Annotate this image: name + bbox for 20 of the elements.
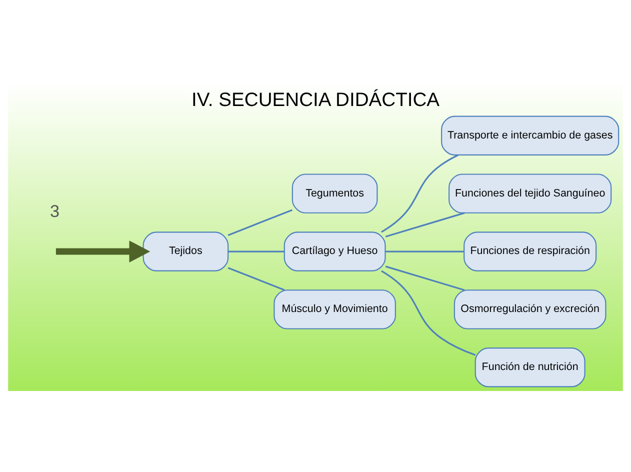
connector bbox=[228, 208, 292, 236]
arrow bbox=[56, 240, 150, 262]
diagram-title: IV. SECUENCIA DIDÁCTICA bbox=[191, 90, 440, 111]
connector bbox=[228, 250, 284, 252]
node-box: Cartílago y Hueso bbox=[284, 231, 386, 271]
node-box: Osmorregulación y excreción bbox=[454, 289, 606, 329]
node-box: Transporte e intercambio de gases bbox=[441, 115, 620, 155]
connector bbox=[386, 250, 464, 252]
node-box: Músculo y Movimiento bbox=[274, 289, 396, 329]
connector bbox=[385, 265, 465, 290]
label: 3 bbox=[50, 200, 60, 220]
connector bbox=[381, 270, 476, 356]
connector bbox=[385, 212, 465, 237]
connector bbox=[228, 266, 285, 290]
connector bbox=[381, 154, 458, 232]
node-box: Tegumentos bbox=[292, 173, 378, 213]
node-box: Funciones del tejido Sanguíneo bbox=[448, 173, 612, 213]
node-box: Funciones de respiración bbox=[464, 231, 597, 271]
node-box: Tejidos bbox=[142, 231, 229, 271]
node-box: Función de nutrición bbox=[474, 347, 586, 387]
